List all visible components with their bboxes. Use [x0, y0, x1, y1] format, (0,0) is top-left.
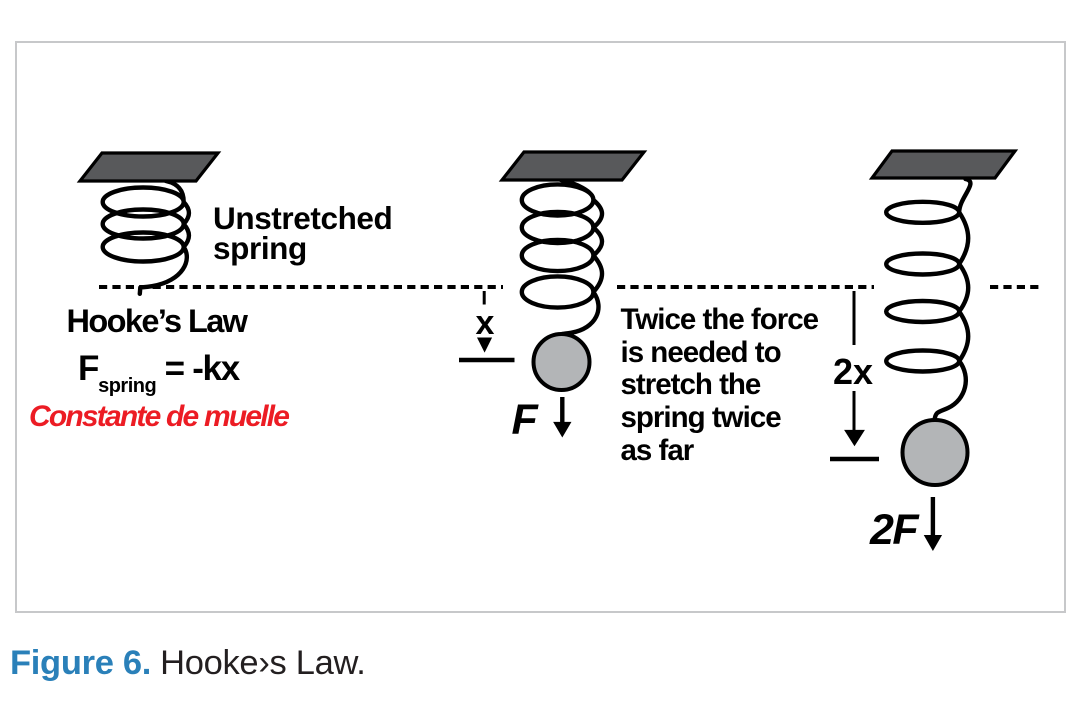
ceiling-mount-middle: [498, 150, 648, 182]
unstretched-spring-label-line1: Unstretched: [213, 199, 393, 236]
twice-force-line2: is needed to: [620, 335, 782, 369]
figure-caption-text: Hooke›s Law.: [160, 643, 366, 682]
spring-middle-stretched-x: [519, 177, 605, 337]
ceiling-mounts: [76, 149, 1019, 183]
figure-frame: [15, 41, 1066, 613]
twice-force-line4: spring twice: [620, 401, 782, 435]
weight-ball-right: [900, 418, 970, 487]
force-F-label: F: [511, 396, 538, 444]
dimension-2x-label: 2x: [832, 351, 874, 392]
ceiling-mount-left: [76, 151, 222, 183]
spring-right-stretched-2x: [884, 176, 973, 423]
dimension-x-label: x: [475, 304, 495, 342]
dimension-2x: [830, 291, 879, 462]
dimension-2x-arrowhead-icon: [844, 429, 865, 447]
formula-subscript: spring: [98, 375, 157, 397]
figure-caption: Figure 6.Hooke›s Law.: [10, 644, 366, 683]
weight-ball-middle: [531, 332, 592, 392]
force-arrow-F-head-icon: [553, 421, 572, 438]
unstretched-spring-label-line2: spring: [213, 230, 307, 266]
hookes-law-heading: Hooke’s Law: [66, 303, 248, 339]
dimension-x: [459, 291, 515, 363]
twice-force-line5: as far: [620, 433, 695, 467]
force-arrow-2F-head-icon: [923, 535, 943, 552]
formula-base: F: [78, 349, 99, 388]
figure-caption-number: Figure 6.: [10, 643, 152, 682]
force-2F-label: 2F: [870, 505, 919, 554]
force-arrow-2F: [923, 497, 943, 552]
hookes-law-formula: Fspring = -kx: [78, 349, 241, 398]
spring-constant-note: Constante de muelle: [29, 399, 290, 433]
twice-force-line1: Twice the force: [620, 303, 820, 336]
ceiling-mount-right: [868, 149, 1019, 180]
spring-left-unstretched: [100, 178, 192, 296]
twice-force-line3: stretch the: [620, 368, 762, 402]
dimension-x-arrowhead-icon: [476, 337, 493, 353]
force-arrow-F: [553, 397, 572, 438]
formula-rest: = -kx: [156, 349, 241, 388]
